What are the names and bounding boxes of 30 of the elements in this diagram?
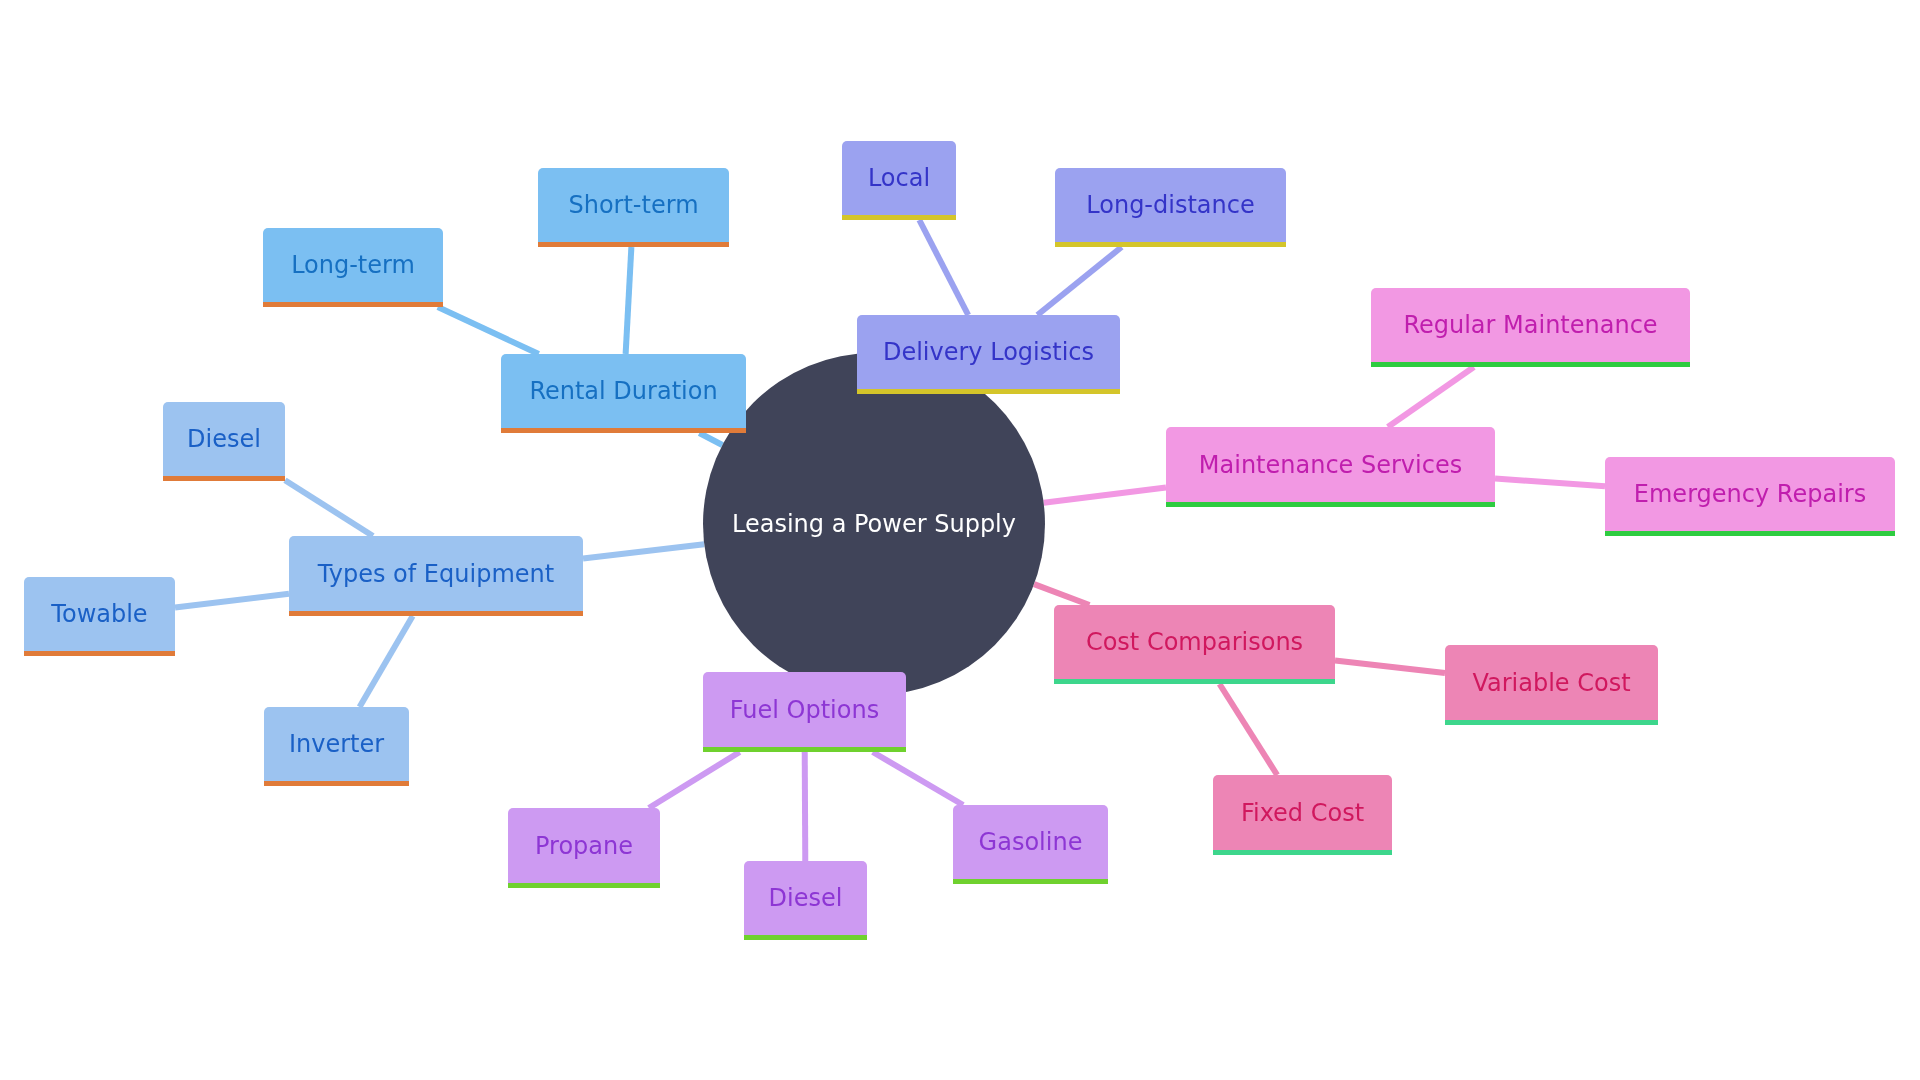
topic-box: Diesel [163, 402, 285, 481]
topic-box: Maintenance Services [1166, 427, 1495, 507]
connector-line [1043, 484, 1167, 506]
topic-box: Cost Comparisons [1054, 605, 1335, 684]
connector-line [916, 218, 971, 317]
topic-box: Short-term [538, 168, 729, 247]
connector-line [801, 751, 809, 862]
topic-box: Local [842, 141, 956, 220]
topic-box: Diesel [744, 861, 867, 940]
topic-box: Regular Maintenance [1371, 288, 1690, 367]
topic-box: Gasoline [953, 805, 1108, 884]
connector-line [1494, 475, 1606, 490]
connector-line [622, 246, 635, 355]
connector-line [174, 590, 290, 611]
topic-box: Fuel Options [703, 672, 906, 752]
connector-line [1334, 657, 1446, 676]
connector-line [582, 541, 705, 562]
topic-box: Towable [24, 577, 175, 656]
topic-box: Fixed Cost [1213, 775, 1392, 855]
topic-box: Inverter [264, 707, 409, 786]
topic-box: Variable Cost [1445, 645, 1658, 725]
topic-box: Long-term [263, 228, 443, 307]
topic-box: Delivery Logistics [857, 315, 1120, 394]
topic-box: Rental Duration [501, 354, 746, 433]
topic-box: Long-distance [1055, 168, 1286, 247]
topic-box: Propane [508, 808, 660, 888]
topic-box: Types of Equipment [289, 536, 583, 616]
connector-line [356, 614, 416, 709]
connector-line [1217, 682, 1280, 777]
topic-box: Emergency Repairs [1605, 457, 1895, 536]
